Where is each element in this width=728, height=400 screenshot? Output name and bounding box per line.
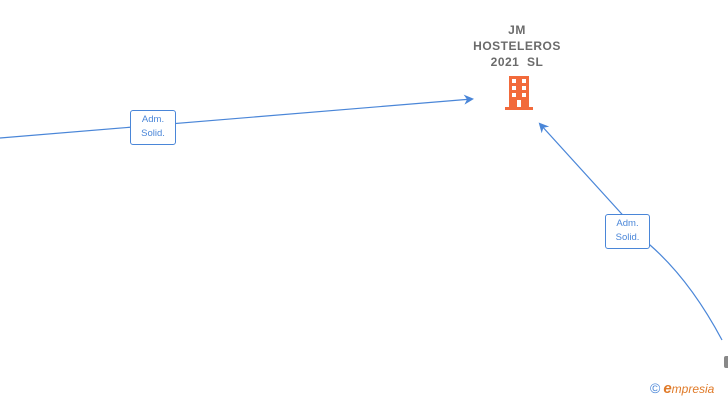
edge-left-to-company[interactable]: [0, 94, 474, 139]
watermark: ©empresia: [650, 380, 714, 397]
relation-label[interactable]: Adm. Solid.: [605, 214, 650, 249]
building-icon[interactable]: [504, 76, 534, 110]
company-name-line: HOSTELEROS: [473, 39, 561, 53]
company-node-label[interactable]: JM HOSTELEROS 2021 SL: [455, 22, 579, 70]
relation-label-line: Adm.: [141, 114, 165, 125]
relation-label-line: Solid.: [141, 128, 165, 139]
company-name-line: JM: [508, 23, 526, 37]
relation-label-line: Solid.: [615, 232, 640, 243]
brand-initial: e: [663, 380, 672, 397]
edge-bottom-right-to-company[interactable]: [538, 122, 723, 341]
brand-name: mpresia: [671, 382, 715, 396]
copyright-icon: ©: [650, 380, 661, 396]
offscreen-node-fragment: [724, 356, 728, 368]
company-name-line: 2021 SL: [490, 55, 544, 69]
relation-label-line: Adm.: [616, 218, 639, 229]
relation-label[interactable]: Adm. Solid.: [130, 110, 176, 145]
